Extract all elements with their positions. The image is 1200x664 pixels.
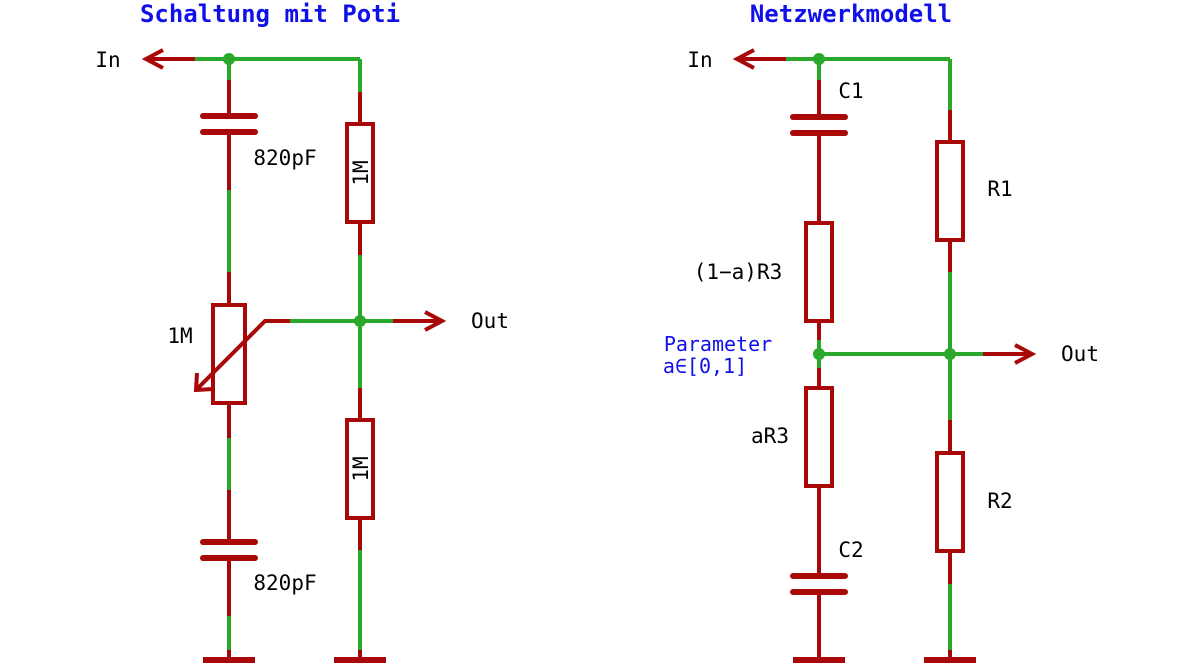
c2-label: C2: [838, 538, 863, 562]
potentiometer: [193, 272, 290, 438]
left-output-junction: [354, 315, 366, 327]
left-cap-top-label: 820pF: [253, 146, 316, 170]
r3-lower-label: aR3: [751, 424, 789, 448]
parameter-label-line1: Parameter: [664, 332, 772, 356]
r3-lower-resistor: [804, 368, 834, 520]
left-title: Schaltung mit Poti: [140, 0, 400, 28]
left-input-arrow: [141, 48, 195, 70]
c1-capacitor: [790, 80, 848, 190]
left-cap-bottom: [200, 490, 258, 616]
c1-label: C1: [838, 79, 863, 103]
r1-label: R1: [987, 177, 1012, 201]
left-cap-top: [200, 80, 258, 190]
left-output-label: Out: [471, 309, 509, 333]
left-ground-1: [203, 650, 255, 663]
r3-upper-resistor: [804, 190, 834, 340]
left-res-top-label: 1M: [349, 160, 373, 185]
left-res-top: [345, 92, 375, 255]
right-output-junction: [944, 348, 956, 360]
pot-value-label: 1M: [167, 324, 192, 348]
left-ground-2: [334, 650, 386, 663]
right-title: Netzwerkmodell: [750, 0, 952, 28]
left-output-arrow: [393, 310, 447, 332]
right-input-label: In: [687, 48, 712, 72]
right-wiper-junction: [813, 348, 825, 360]
r1-resistor: [935, 110, 965, 272]
r2-label: R2: [987, 489, 1012, 513]
right-ground: [924, 650, 976, 663]
left-input-label: In: [95, 48, 120, 72]
right-output-arrow: [983, 343, 1037, 365]
left-circuit: Schaltung mit Poti In 820pF 1M: [95, 0, 509, 663]
left-cap-bottom-label: 820pF: [253, 571, 316, 595]
r3-upper-label: (1−a)R3: [694, 260, 783, 284]
right-circuit: Netzwerkmodell In C1 (1−a)R3 Parameter: [663, 0, 1099, 663]
right-input-arrow: [732, 48, 786, 70]
left-res-bottom: [345, 388, 375, 550]
right-output-label: Out: [1061, 342, 1099, 366]
parameter-label-line2: a∈[0,1]: [663, 354, 747, 378]
c2-capacitor: [790, 520, 848, 663]
left-res-bottom-label: 1M: [349, 456, 373, 481]
r2-resistor: [935, 420, 965, 584]
